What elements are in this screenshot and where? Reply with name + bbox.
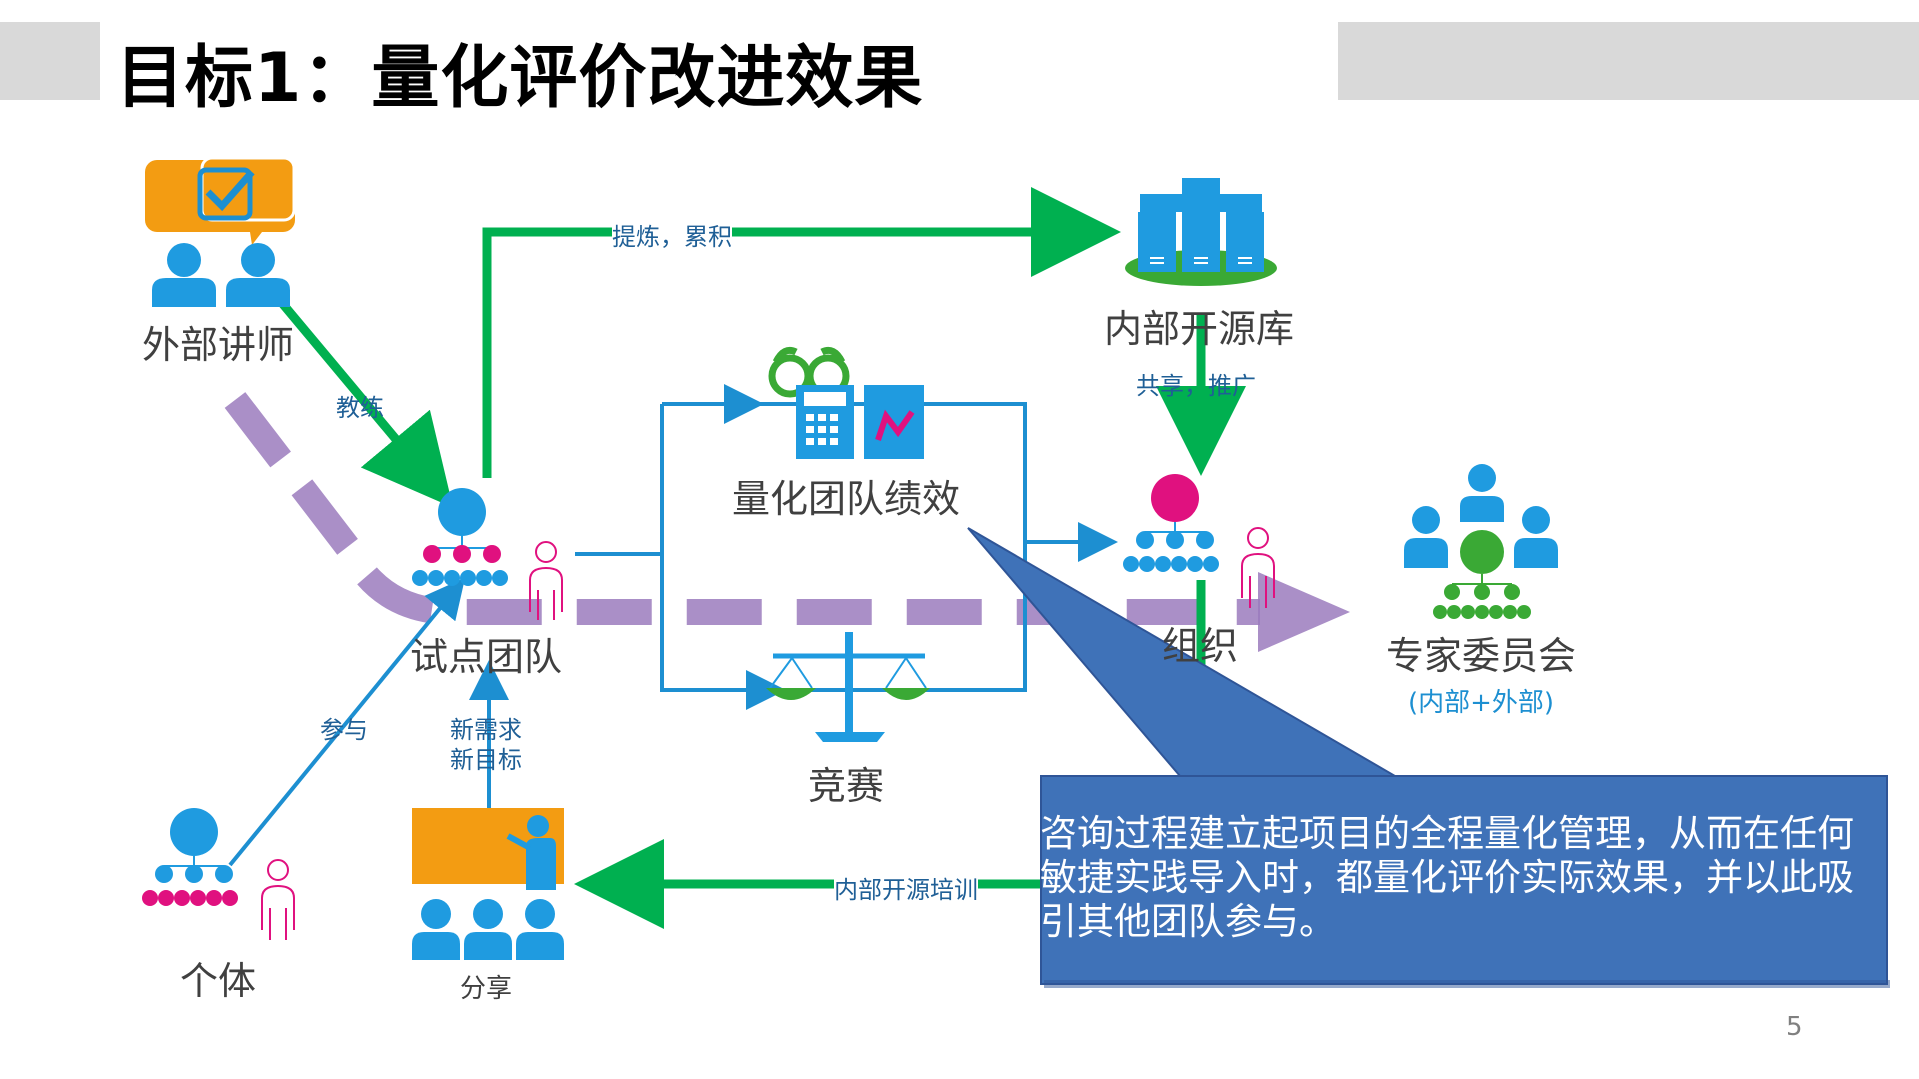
org-person-outline-icon: [1241, 527, 1275, 608]
individual-person-outline-icon: [261, 859, 295, 940]
green-arrows: [278, 187, 1246, 929]
organization-label: 组织: [1162, 624, 1239, 668]
expert-committee-sublabel: (内部+外部): [1408, 688, 1555, 718]
quant-team-label: 量化团队绩效: [732, 477, 961, 521]
pilot-team-label: 试点团队: [410, 635, 563, 679]
speech-bubble-check-icon: [145, 156, 296, 245]
header-bar-right: [1338, 22, 1919, 100]
lecturers-icon: [152, 243, 290, 307]
participate-label: 参与: [320, 716, 368, 744]
scales-icon: [766, 632, 930, 742]
trend-chart-icon: [864, 385, 924, 459]
individual-icon: [142, 808, 238, 906]
callout-text: 咨询过程建立起项目的全程量化管理，从而在任何敏捷实践导入时，都量化评价实际效果，…: [1040, 812, 1854, 943]
callout-box: [967, 527, 1890, 988]
calculator-icon: [796, 385, 854, 459]
organization-icon: [1123, 474, 1219, 572]
refine-label: 提炼，累积: [612, 217, 732, 252]
header-bar-left: [0, 22, 100, 100]
competition-label: 竞赛: [808, 764, 885, 808]
share-label: 分享: [460, 974, 513, 1004]
new-needs-label: 新需求: [450, 716, 522, 744]
person-outline-icon: [529, 541, 563, 620]
page-title: 目标1：量化评价改进效果: [116, 39, 924, 118]
individual-label: 个体: [180, 959, 257, 1003]
share-promote-label: 共享，推广: [1136, 372, 1256, 400]
internal-training-label: 内部开源培训: [834, 870, 978, 905]
coach-label: 教练: [336, 394, 384, 422]
audience-icon: [412, 899, 564, 960]
expert-committee-icon: [1404, 464, 1558, 619]
blue-connectors: [228, 384, 1118, 867]
purple-flow-arrow: [224, 392, 1350, 652]
presentation-icon: [412, 808, 564, 890]
server-icon: [1125, 178, 1277, 286]
external-lecturer-label: 外部讲师: [142, 323, 295, 367]
internal-repo-label: 内部开源库: [1104, 307, 1295, 351]
new-goals-label: 新目标: [450, 746, 522, 774]
expert-committee-label: 专家委员会: [1386, 634, 1577, 678]
page-number: 5: [1786, 1012, 1803, 1042]
pilot-team-icon: [412, 488, 508, 586]
